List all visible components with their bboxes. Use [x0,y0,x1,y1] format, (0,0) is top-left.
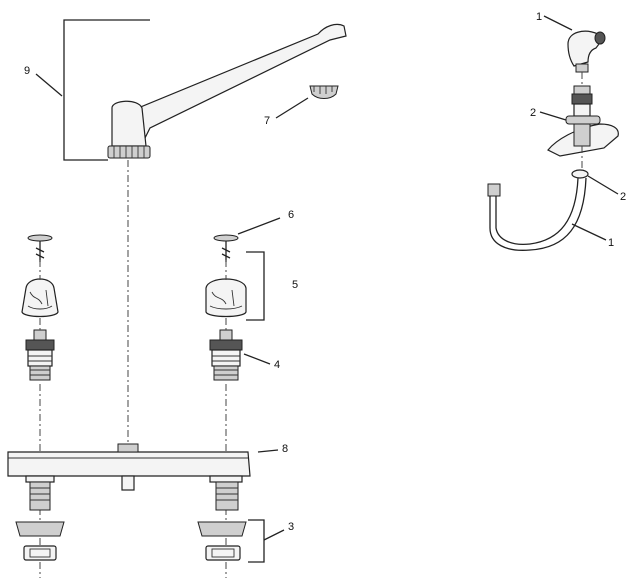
deck-leg-right [209,475,243,483]
bracket-5 [246,251,265,321]
callout-7-aerator: 7 [264,115,270,127]
left-stem-top [33,329,47,341]
right-shank [215,481,239,511]
spray-coupling-collar [565,115,601,125]
leader-6 [237,217,281,235]
spray-base-shank [573,123,591,147]
callout-2-washer: 2 [620,191,626,203]
deck-center-boss [117,443,139,453]
leader-1-lower [571,223,607,241]
callout-3-nuts: 3 [288,521,294,533]
spray-head [567,30,603,67]
left-shank [29,481,51,511]
right-washer [197,521,247,537]
left-nut [23,545,57,561]
callout-1-spray-head: 1 [536,11,542,23]
left-handle [21,278,59,318]
leader-9 [35,73,63,97]
right-stem-top [219,329,233,341]
leader-8 [257,449,279,453]
mounting-hardware [15,519,285,563]
leader-2-upper [539,111,567,121]
left-stem-nut [25,339,55,351]
right-valve-stack [205,217,281,578]
leader-4 [243,353,271,365]
faucet-spout-assembly [35,19,347,446]
callout-8-deck: 8 [282,443,288,455]
callout-6-screw: 6 [288,209,294,221]
leader-2-lower [587,175,619,195]
right-handle-screw [213,234,239,242]
spray-coupling-top [573,85,591,95]
side-spray-assembly [487,15,619,251]
left-washer [15,521,65,537]
left-stem-thread [29,365,51,381]
callout-9-spout: 9 [24,65,30,77]
spout-body [111,100,147,147]
aerator [309,85,339,99]
right-stem-nut [209,339,243,351]
bracket-9 [63,19,150,161]
callout-2-coupling: 2 [530,107,536,119]
deck-plate-assembly [7,443,279,511]
spray-coupling-body [573,103,591,117]
left-stem-body [27,349,53,367]
leader-3 [263,529,285,541]
right-nut [205,545,241,561]
spout-base-nut [107,145,151,159]
left-handle-screw [27,234,53,242]
spout-arm [117,23,347,141]
spray-coupling-nut [571,93,593,105]
left-valve-stack [21,234,59,578]
spray-washer [571,169,589,179]
deck-leg-left [25,475,55,483]
spray-hose-inner [489,177,587,251]
bracket-3 [248,519,265,563]
leader-1-top [543,15,573,31]
spray-head-base [575,63,589,73]
right-stem-body [211,349,241,367]
right-stem-thread [213,365,239,381]
callout-4-stem: 4 [274,359,280,371]
spray-nozzle [594,31,606,45]
leader-7 [275,97,309,119]
deck-center-stub [121,475,135,491]
right-handle [205,278,247,318]
hose-end-fitting [487,183,501,197]
callout-1-hose: 1 [608,237,614,249]
callout-5-handle: 5 [292,279,298,291]
spray-hose-outer [495,177,579,246]
deck-plate [7,451,251,477]
